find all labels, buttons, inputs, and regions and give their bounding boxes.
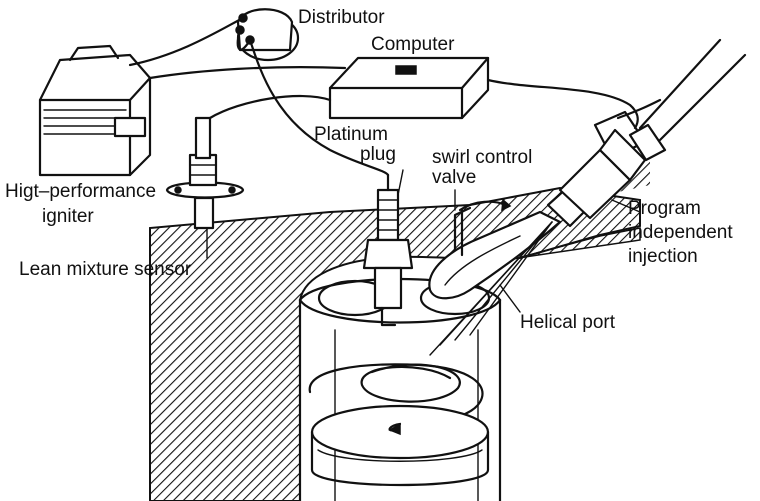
distributor (235, 8, 300, 62)
leader-lines (206, 169, 641, 313)
lean-mixture-sensor (165, 116, 245, 230)
igniter (38, 44, 152, 177)
wiring (128, 16, 639, 177)
label-swirl-1: swirl control (432, 147, 533, 168)
injector (546, 38, 747, 228)
label-platinum-plug-1: Platinum (314, 124, 388, 145)
label-lean-sensor: Lean mixture sensor (19, 259, 192, 280)
label-program-3: injection (628, 246, 698, 267)
fuel-spray (429, 221, 553, 356)
label-swirl-2: valve (432, 167, 477, 188)
computer-box (328, 56, 490, 120)
piston (310, 404, 490, 487)
label-distributor: Distributor (298, 7, 385, 28)
label-program-1: Program (628, 198, 701, 219)
label-computer: Computer (371, 34, 455, 55)
label-platinum-plug-2: plug (360, 144, 396, 165)
spark-plug (362, 173, 414, 327)
label-helical-port: Helical port (520, 312, 616, 333)
label-igniter-1: Higt–performance (5, 181, 157, 202)
label-igniter-2: igniter (42, 206, 94, 227)
label-program-2: independent (628, 222, 733, 243)
